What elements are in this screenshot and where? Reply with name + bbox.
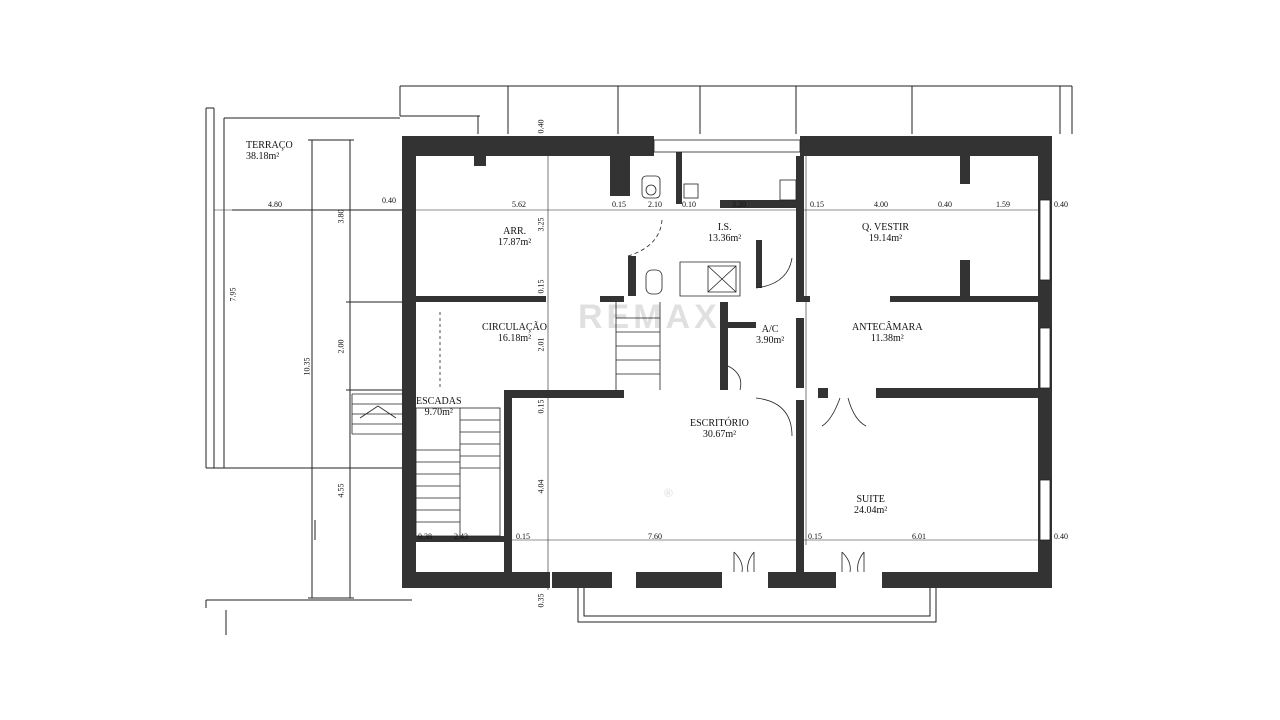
dim-label: 2.10 <box>648 200 662 209</box>
dim-label: 2.01 <box>536 337 546 352</box>
room-escritorio: ESCRITÓRIO 30.67m² <box>690 418 749 440</box>
room-name: CIRCULAÇÃO <box>482 322 548 333</box>
dim-label: 0.40 <box>1054 200 1068 209</box>
room-area: 19.14m² <box>868 233 903 244</box>
room-arr: ARR. 17.87m² <box>498 226 531 248</box>
room-name: ANTECÂMARA <box>852 322 923 333</box>
watermark-mark: ® <box>664 486 673 500</box>
dim-label: 4.55 <box>336 483 346 498</box>
dim-label: 0.35 <box>536 593 546 608</box>
dim-label: 2.43 <box>454 532 468 541</box>
watermark-text: REMAX <box>578 298 721 336</box>
room-name: I.S. <box>717 222 732 233</box>
dim-label: 0.15 <box>536 399 546 414</box>
dim-label: 7.95 <box>228 287 238 302</box>
window <box>1039 327 1051 389</box>
room-name: ESCADAS <box>416 396 462 407</box>
room-antecamara: ANTECÂMARA 11.38m² <box>852 322 923 344</box>
room-is: I.S. 13.36m² <box>708 222 741 244</box>
room-area: 24.04m² <box>854 505 888 516</box>
dim-label: 6.01 <box>912 532 926 541</box>
room-area: 3.90m² <box>756 335 785 346</box>
dim-label: 0.15 <box>808 532 822 541</box>
dim-label: 0.40 <box>536 119 546 134</box>
outer-stairs <box>351 393 406 435</box>
dim-label: 4.04 <box>536 479 546 494</box>
watermark: REMAX <box>578 298 721 337</box>
sanitary-fixtures <box>641 175 797 295</box>
balcony <box>577 588 937 623</box>
interior-stairs <box>415 261 741 537</box>
dim-label: 0.38 <box>418 532 432 541</box>
room-area: 13.36m² <box>708 233 742 244</box>
dim-label: 1.59 <box>996 200 1010 209</box>
room-area: 9.70m² <box>424 407 453 418</box>
dim-label: 0.15 <box>810 200 824 209</box>
window <box>653 139 801 153</box>
room-name: A/C <box>761 324 779 335</box>
room-escadas: ESCADAS 9.70m² <box>416 396 462 418</box>
dim-label: 5.62 <box>512 200 526 209</box>
window <box>1039 479 1051 541</box>
exterior-walls <box>402 136 1052 588</box>
dim-label: 0.15 <box>516 532 530 541</box>
room-ac: A/C 3.90m² <box>756 324 784 346</box>
dim-label: 3.80 <box>336 209 346 224</box>
room-area: 16.18m² <box>497 333 532 344</box>
room-name: ARR. <box>503 226 527 237</box>
terrace-outline <box>205 107 412 599</box>
room-name: Q. VESTIR <box>862 222 910 233</box>
dim-label: 3.25 <box>536 217 546 232</box>
terrace-lower <box>205 520 412 635</box>
dim-label: 0.40 <box>382 196 396 205</box>
room-area: 17.87m² <box>498 237 532 248</box>
room-name: ESCRITÓRIO <box>690 418 749 429</box>
doors <box>439 219 867 573</box>
room-area: 30.67m² <box>702 429 737 440</box>
dim-label: 4.80 <box>268 200 282 209</box>
room-terraco: TERRAÇO 38.18m² <box>246 140 293 162</box>
room-suite: SUITE 24.04m² <box>854 494 887 516</box>
dim-label: 0.40 <box>1054 532 1068 541</box>
dim-label: 0.10 <box>682 200 696 209</box>
dim-label: 0.15 <box>612 200 626 209</box>
roof-outline <box>399 85 1073 134</box>
dim-label: 7.60 <box>648 532 662 541</box>
room-q-vestir: Q. VESTIR 19.14m² <box>862 222 909 244</box>
dim-label: 2.00 <box>336 339 346 354</box>
room-area: 11.38m² <box>870 333 904 344</box>
dim-label: 0.40 <box>938 200 952 209</box>
dim-label: 10.35 <box>302 357 312 376</box>
room-name: TERRAÇO <box>246 140 293 151</box>
window <box>1039 199 1051 281</box>
dim-label: 3.20 <box>732 200 746 209</box>
room-name: SUITE <box>856 494 885 505</box>
room-area: 38.18m² <box>246 151 280 162</box>
dim-label: 4.00 <box>874 200 888 209</box>
room-circulacao: CIRCULAÇÃO 16.18m² <box>482 322 547 344</box>
dim-label: 0.15 <box>536 279 546 294</box>
